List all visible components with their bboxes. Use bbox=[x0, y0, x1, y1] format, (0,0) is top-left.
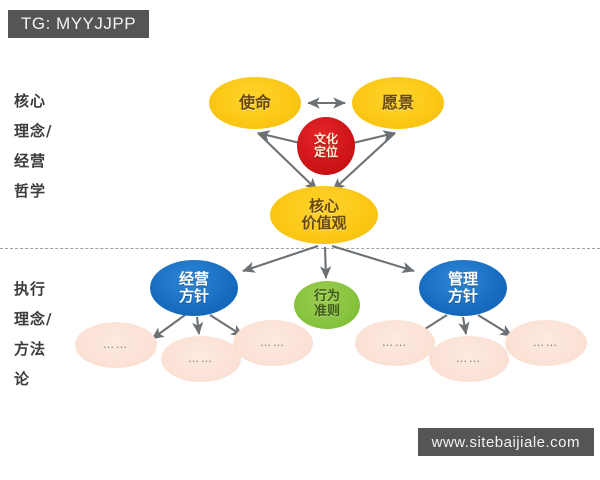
core-label-line-1: 核心 bbox=[14, 92, 47, 110]
arrow-business-leaf-2 bbox=[191, 316, 204, 335]
arrow-culture-mission bbox=[257, 130, 301, 145]
leaf-node-label: …… bbox=[188, 351, 214, 365]
leaf-node[interactable]: …… bbox=[233, 320, 313, 366]
leaf-node[interactable]: …… bbox=[429, 336, 509, 382]
arrow-management-leaf-5 bbox=[458, 316, 470, 335]
arrow-values-conduct bbox=[319, 246, 332, 279]
node-business-policy-label-line-1: 经营 bbox=[178, 270, 209, 289]
leaf-node[interactable]: …… bbox=[75, 322, 157, 368]
execution-philosophy-label: 执行 理念/ 方法 论 bbox=[14, 274, 100, 394]
node-mission[interactable]: 使命 bbox=[209, 77, 301, 129]
node-core-values[interactable]: 核心 价值观 bbox=[270, 186, 378, 244]
arrow-values-business bbox=[242, 245, 319, 273]
exec-label-line-3: 方法 bbox=[14, 340, 47, 358]
node-business-policy[interactable]: 经营 方针 bbox=[150, 260, 238, 316]
node-business-policy-label-line-2: 方针 bbox=[178, 287, 209, 305]
node-core-values-label-line-2: 价值观 bbox=[301, 214, 347, 232]
arrow-business-leaf-1 bbox=[151, 314, 186, 340]
arrow-values-management bbox=[331, 244, 415, 273]
node-management-policy-label-line-1: 管理 bbox=[447, 270, 478, 289]
node-code-of-conduct[interactable]: 行为 准则 bbox=[294, 281, 360, 329]
core-label-line-4: 哲学 bbox=[14, 182, 47, 200]
node-vision-label: 愿景 bbox=[381, 93, 414, 113]
node-code-of-conduct-label-line-2: 准则 bbox=[313, 304, 340, 319]
core-label-line-3: 经营 bbox=[14, 152, 47, 170]
node-mission-label: 使命 bbox=[238, 93, 271, 113]
exec-label-line-2: 理念/ bbox=[14, 310, 53, 328]
leaf-node-label: …… bbox=[382, 335, 408, 349]
node-core-values-label-line-1: 核心 bbox=[308, 197, 339, 216]
leaf-node-label: …… bbox=[456, 351, 482, 365]
leaf-node[interactable]: …… bbox=[505, 320, 587, 366]
node-management-policy-label-line-2: 方针 bbox=[447, 287, 478, 305]
node-culture-positioning[interactable]: 文化 定位 bbox=[297, 117, 355, 175]
leaf-node[interactable]: …… bbox=[161, 336, 241, 382]
arrow-mission-values bbox=[257, 132, 318, 191]
arrow-vision-values bbox=[332, 132, 396, 191]
leaf-node-label: …… bbox=[260, 335, 286, 349]
node-vision[interactable]: 愿景 bbox=[352, 77, 444, 129]
node-culture-label-line-2: 定位 bbox=[313, 145, 338, 159]
arrow-culture-vision bbox=[352, 130, 396, 145]
exec-label-line-4: 论 bbox=[14, 370, 31, 388]
node-management-policy[interactable]: 管理 方针 bbox=[419, 260, 507, 316]
leaf-node-label: …… bbox=[533, 335, 559, 349]
node-code-of-conduct-label-line-1: 行为 bbox=[313, 289, 340, 305]
leaf-node[interactable]: …… bbox=[355, 320, 435, 366]
exec-label-line-1: 执行 bbox=[14, 280, 47, 298]
core-label-line-2: 理念/ bbox=[14, 122, 53, 140]
leaf-node-label: …… bbox=[103, 337, 129, 351]
node-culture-label-line-1: 文化 bbox=[313, 131, 338, 146]
core-philosophy-label: 核心 理念/ 经营 哲学 bbox=[14, 86, 100, 206]
arrow-management-leaf-6 bbox=[477, 314, 513, 337]
telegram-watermark: TG: MYYJJPP bbox=[8, 10, 150, 38]
tier-divider bbox=[0, 248, 600, 249]
site-watermark: www.sitebaijiale.com bbox=[417, 428, 594, 456]
